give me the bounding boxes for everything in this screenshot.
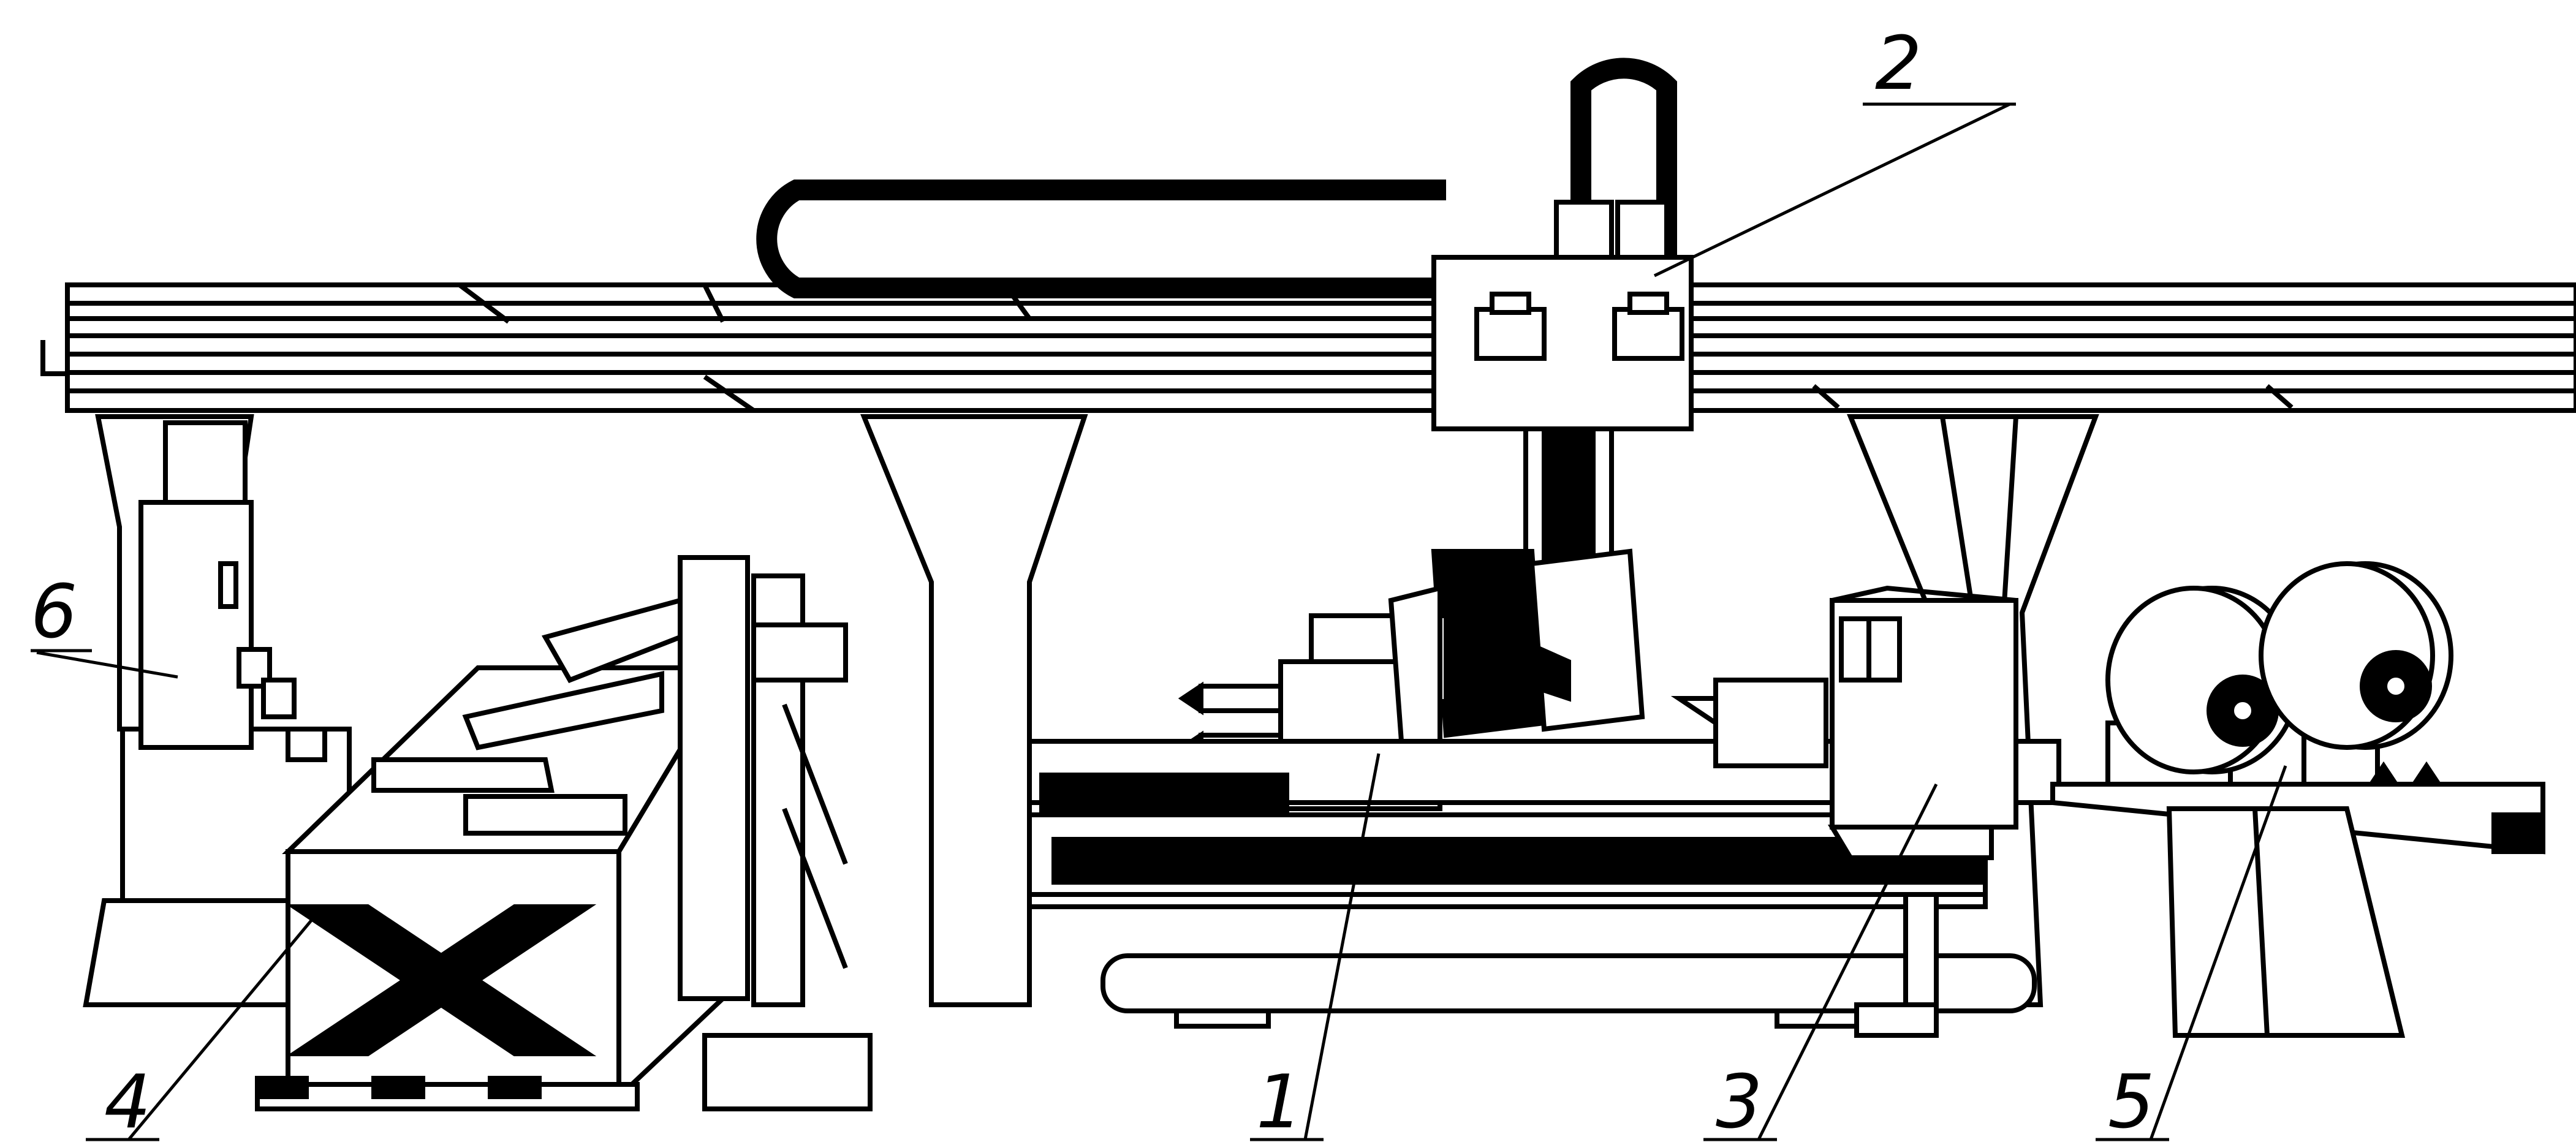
wire-reel-station [2050,561,2545,1038]
callout-labels: 6 4 1 3 5 2 [31,21,2154,1142]
callout-label-6: 6 [31,570,77,655]
welding-unit [138,420,327,762]
callout-label-1: 1 [1256,1060,1303,1142]
cable-chains [756,58,1677,298]
leader-lines [31,102,2287,1141]
control-cabinet [1827,585,2018,860]
callout-label-3: 3 [1716,1060,1762,1142]
callout-label-2: 2 [1875,21,1922,107]
gantry-carriage [1431,200,1694,646]
gantry-rail [40,282,2576,413]
callout-label-5: 5 [2108,1060,2154,1142]
handling-jig [371,555,873,1111]
callout-label-4: 4 [104,1060,151,1142]
positioner-table [1027,678,2061,1038]
line-art [31,58,2576,1141]
